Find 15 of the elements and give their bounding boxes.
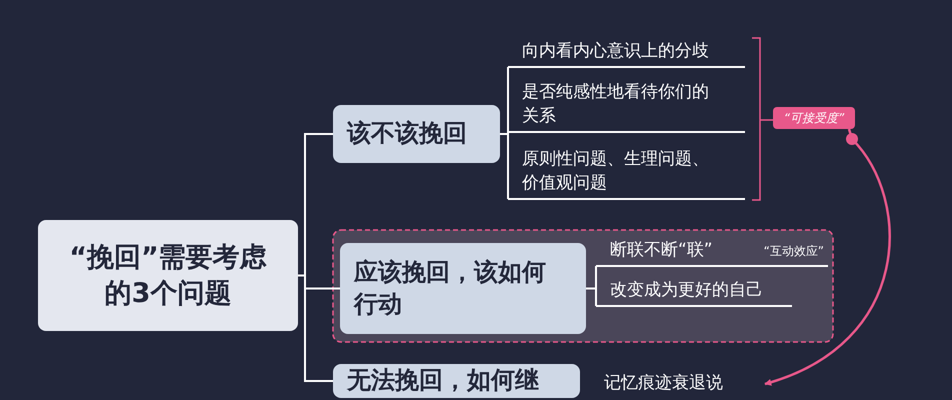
leaf-text: 向内看内心意识上的分歧	[522, 40, 709, 64]
branch-box: 该不该挽回	[333, 105, 500, 163]
tag-label: “可接受度”	[773, 107, 855, 129]
branch-box: 无法挽回，如何继	[333, 364, 580, 398]
leaf-text: 记忆痕迹衰退说	[604, 372, 723, 396]
leaf-text: “互动效应”	[764, 242, 824, 260]
topic-box: “挽回”需要考虑的3个问题	[38, 220, 298, 331]
leaf-text: 原则性问题、生理问题、价值观问题	[522, 148, 710, 196]
branch-line	[500, 133, 509, 199]
leaf-text: 改变成为更好的自己	[610, 279, 763, 302]
branch-box: 应该挽回，该如何行动	[340, 243, 586, 334]
leaf-text: 是否纯感性地看待你们的关系	[522, 80, 710, 128]
branch-line	[586, 288, 597, 306]
curved-arrow	[764, 133, 891, 386]
leaf-text: 断联不断“联”	[610, 239, 713, 262]
